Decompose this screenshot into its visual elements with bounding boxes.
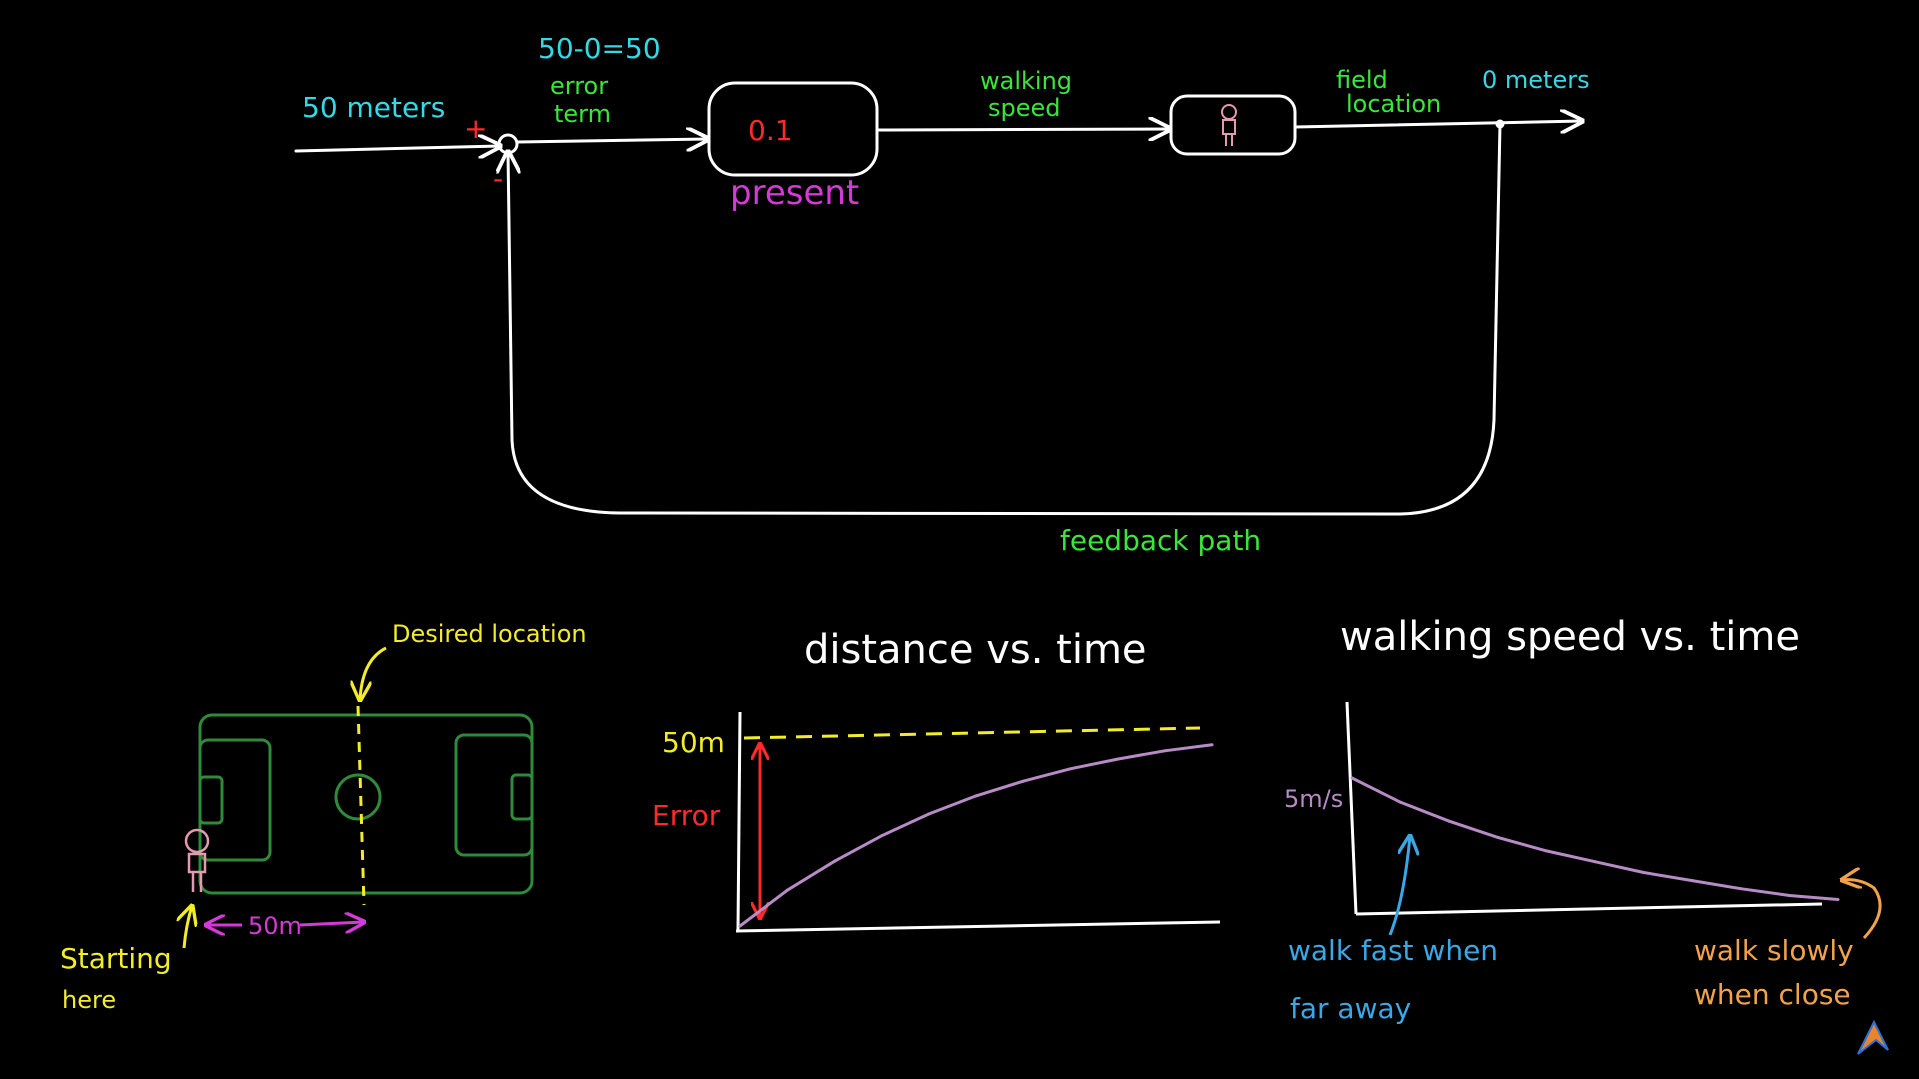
- center-circle: [334, 773, 382, 821]
- error-term-label-1: error: [550, 72, 608, 100]
- distance-arrow-right: [299, 922, 364, 925]
- starting-here-arrow: [184, 906, 192, 949]
- output-label: 0 meters: [1482, 66, 1590, 94]
- soccer-field-sketch: [198, 713, 534, 895]
- speed-point-0: [1350, 776, 1354, 780]
- distance-target-label: 50m: [662, 726, 725, 759]
- distance-y-axis: [736, 711, 742, 931]
- distance-label: 50m: [248, 912, 302, 940]
- field-location-label-1: field: [1336, 66, 1388, 94]
- walk-fast-arrow: [1388, 836, 1410, 936]
- speed-arrow: [876, 129, 1170, 130]
- distance-error-label: Error: [652, 799, 721, 832]
- walking-speed-label-2: speed: [988, 94, 1061, 122]
- speed-x-axis: [1355, 902, 1823, 916]
- speed-curve: [1351, 776, 1839, 901]
- distance-point-0: [738, 924, 742, 928]
- distance-point-3: [880, 834, 884, 838]
- error-arrow: [516, 139, 708, 142]
- walking-speed-label-1: walking: [980, 67, 1072, 95]
- speed-point-1: [1399, 800, 1403, 804]
- error-equation: 50-0=50: [538, 32, 661, 65]
- speed-y-axis: [1345, 701, 1358, 915]
- present-label: present: [730, 173, 859, 213]
- speed-point-10: [1836, 898, 1840, 901]
- field-location-label-2: location: [1346, 90, 1441, 118]
- starting-here-label-2: here: [62, 986, 116, 1014]
- distance-point-2: [832, 859, 836, 863]
- minus-sign: -: [493, 162, 503, 195]
- speed-point-4: [1544, 849, 1548, 853]
- corner-logo-icon: [1857, 1019, 1889, 1055]
- plant-block: [1169, 94, 1297, 156]
- input-label: 50 meters: [302, 91, 445, 124]
- distance-point-5: [974, 794, 978, 798]
- distance-point-8: [1116, 757, 1120, 761]
- controller-block: [707, 81, 879, 177]
- right-goal-box: [510, 773, 534, 821]
- person-icon-start: [184, 828, 210, 892]
- gain-value: 0.1: [748, 114, 793, 147]
- speed-start-label: 5m/s: [1284, 785, 1343, 813]
- speed-point-3: [1496, 835, 1500, 839]
- walk-fast-label-1: walk fast when: [1288, 934, 1498, 967]
- error-term-label-2: term: [554, 100, 611, 128]
- summing-junction: [497, 133, 519, 155]
- distance-point-10: [1210, 743, 1214, 747]
- control-loop-diagram: [294, 81, 1582, 516]
- distance-curve: [739, 743, 1213, 928]
- distance-chart-axes: [735, 711, 1221, 933]
- desired-location-label: Desired location: [392, 620, 587, 648]
- person-icon-plant: [1221, 104, 1237, 146]
- left-penalty-box: [198, 738, 272, 862]
- speed-chart-axes: [1345, 701, 1823, 916]
- speed-point-9: [1787, 893, 1791, 897]
- speed-point-7: [1690, 879, 1694, 883]
- right-penalty-box: [454, 733, 534, 857]
- walk-fast-label-2: far away: [1290, 992, 1411, 1025]
- feedback-path-label: feedback path: [1060, 524, 1261, 557]
- distance-x-axis: [735, 920, 1221, 933]
- distance-target-line: [743, 726, 1201, 740]
- left-goal-box: [198, 775, 224, 825]
- feedback-loop-path: [508, 122, 1502, 516]
- desired-location-line: [356, 705, 366, 906]
- starting-here-label-1: Starting: [60, 942, 172, 975]
- distance-point-7: [1068, 767, 1072, 771]
- field-outline: [198, 713, 534, 895]
- walk-slow-label-2: when close: [1694, 978, 1851, 1011]
- speed-point-6: [1642, 871, 1646, 874]
- walk-slow-arrow: [1842, 880, 1882, 940]
- desired-location-arrow: [360, 646, 387, 700]
- input-arrow: [294, 146, 500, 151]
- speed-point-2: [1447, 819, 1451, 823]
- distance-point-4: [927, 812, 931, 816]
- speed-point-8: [1739, 887, 1743, 891]
- distance-point-1: [785, 888, 789, 892]
- speed-point-5: [1593, 860, 1597, 864]
- speed-chart-title: walking speed vs. time: [1340, 614, 1800, 660]
- output-arrow: [1293, 121, 1582, 127]
- distance-point-9: [1163, 749, 1167, 753]
- distance-chart-title: distance vs. time: [804, 627, 1147, 673]
- plus-sign: +: [464, 112, 487, 145]
- distance-data-points: [738, 743, 1214, 928]
- distance-point-6: [1021, 779, 1025, 783]
- speed-data-points: [1350, 776, 1840, 901]
- walk-slow-label-1: walk slowly: [1694, 934, 1854, 967]
